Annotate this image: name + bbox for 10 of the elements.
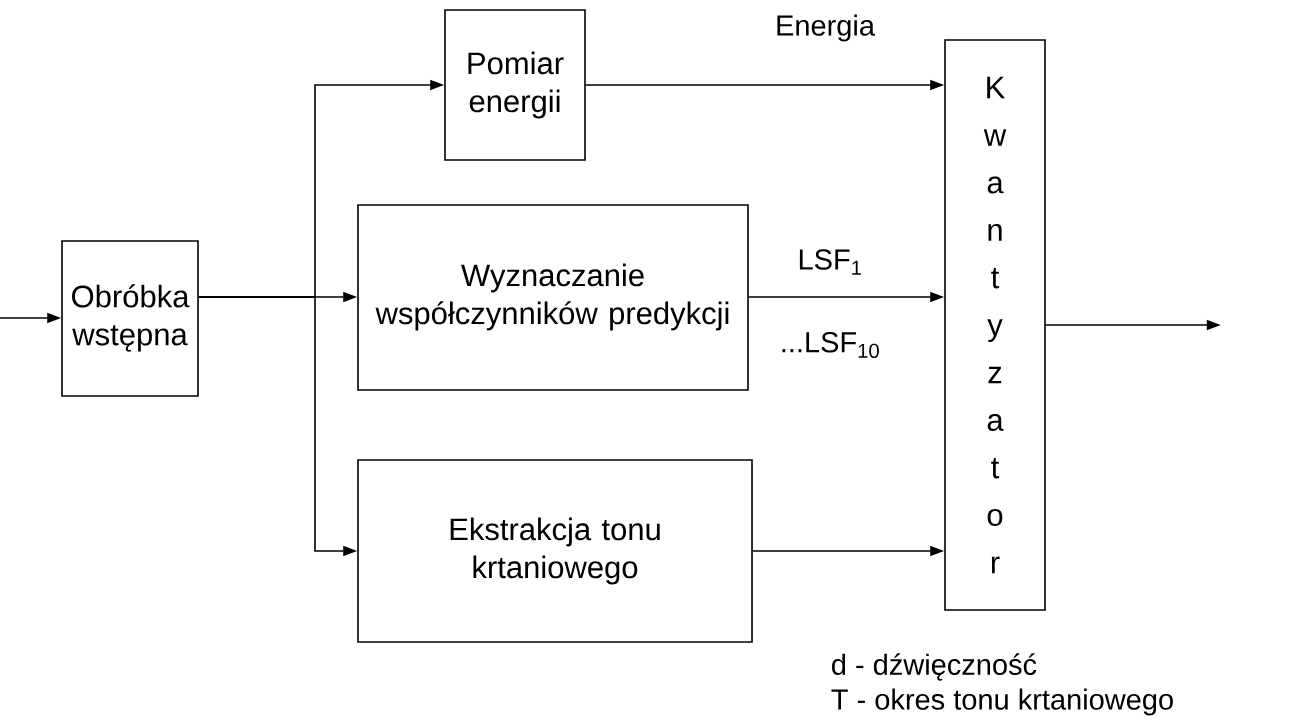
edge-label: LSF$_{1}$ bbox=[796, 248, 864, 276]
process-box: Pomiar energii bbox=[444, 9, 586, 161]
process-box: Ekstrakcja tonu krtaniowego bbox=[357, 459, 753, 643]
process-box: Wyznaczanie współczynników predykcji bbox=[357, 204, 749, 391]
edge-label: Energia bbox=[774, 13, 876, 43]
note: T - okres tonu krtaniowego bbox=[831, 688, 1173, 716]
process-box: Obróbka wstępna bbox=[61, 240, 199, 397]
note: d - dźwięczność bbox=[832, 653, 1037, 681]
process-box: Kwantyzator bbox=[944, 39, 1046, 611]
note: ...LSF$_{10}$ bbox=[782, 332, 879, 359]
